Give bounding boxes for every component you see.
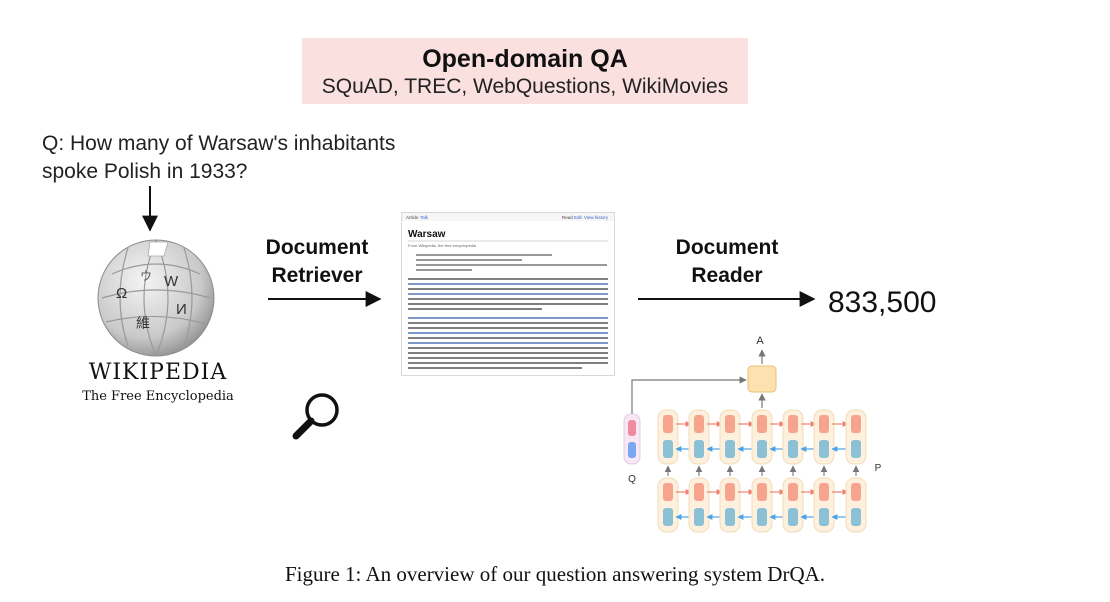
title-box: Open-domain QA SQuAD, TREC, WebQuestions…	[302, 38, 748, 104]
question-node-label: Q	[628, 474, 636, 485]
wikipedia-globe-icon: W Ω И 維 ウ	[97, 239, 215, 357]
backward-lstm-unit	[819, 508, 829, 526]
forward-lstm-unit	[788, 483, 798, 501]
backward-lstm-unit	[819, 440, 829, 458]
backward-lstm-unit	[757, 440, 767, 458]
wikipedia-article-thumbnail: Article Talk Read Edit View history Wars…	[401, 212, 615, 376]
backward-lstm-unit	[851, 508, 861, 526]
backward-lstm-unit	[663, 440, 673, 458]
article-paragraph-2	[408, 317, 608, 369]
magnifier-icon	[292, 393, 339, 440]
reader-label: Document Reader	[652, 234, 802, 290]
retriever-label-line-2: Retriever	[271, 264, 363, 287]
forward-lstm-unit	[757, 415, 767, 433]
globe-glyph-u: ウ	[140, 269, 152, 283]
answer-text: 833,500	[828, 286, 937, 319]
datasets-subtitle: SQuAD, TREC, WebQuestions, WikiMovies	[321, 75, 729, 98]
article-paragraph-1	[408, 278, 608, 310]
backward-lstm-unit	[757, 508, 767, 526]
figure-caption: Figure 1: An overview of our question an…	[284, 562, 826, 586]
backward-lstm-unit	[788, 440, 798, 458]
forward-lstm-unit	[851, 483, 861, 501]
article-subtitle: From Wikipedia, the free encyclopedia	[408, 243, 477, 248]
article-title: Warsaw	[408, 229, 446, 240]
backward-lstm-unit	[851, 440, 861, 458]
globe-glyph-wei: 維	[136, 315, 150, 331]
answer-node-label: A	[756, 335, 764, 347]
forward-lstm-unit	[757, 483, 767, 501]
backward-lstm-unit	[725, 440, 735, 458]
answer-output-node	[747, 365, 777, 393]
forward-lstm-unit	[663, 483, 673, 501]
backward-lstm-unit	[788, 508, 798, 526]
forward-lstm-unit	[788, 415, 798, 433]
backward-lstm-unit	[694, 508, 704, 526]
read-tab: Read	[562, 215, 573, 220]
talk-tab: Talk	[420, 215, 429, 220]
reader-label-line-2: Reader	[691, 264, 763, 287]
forward-lstm-unit	[725, 483, 735, 501]
history-tab: View history	[584, 215, 609, 220]
forward-lstm-unit	[694, 415, 704, 433]
forward-lstm-unit	[725, 415, 735, 433]
passage-node-label: P	[875, 463, 882, 474]
reader-label-line-1: Document	[675, 236, 779, 259]
forward-lstm-unit	[819, 415, 829, 433]
globe-glyph-omega: Ω	[116, 285, 127, 302]
question-line-1: Q: How many of Warsaw's inhabitants	[42, 132, 396, 155]
edit-tab: Edit	[574, 215, 583, 220]
question-text: Q: How many of Warsaw's inhabitants spok…	[42, 130, 395, 186]
question-line-2: spoke Polish in 1933?	[42, 160, 248, 183]
forward-lstm-unit	[663, 415, 673, 433]
backward-lstm-unit	[694, 440, 704, 458]
globe-glyph-w: W	[164, 273, 179, 290]
backward-lstm-unit	[663, 508, 673, 526]
article-tab: Article	[406, 215, 419, 220]
wikipedia-tagline: The Free Encyclopedia	[82, 389, 234, 404]
diagram-title: Open-domain QA	[422, 45, 628, 73]
passage-bilstm-layers	[657, 393, 867, 533]
article-page-render: Article Talk Read Edit View history Wars…	[402, 213, 614, 369]
forward-lstm-unit	[819, 483, 829, 501]
reader-model-diagram: A Q P	[623, 335, 882, 533]
forward-lstm-unit	[851, 415, 861, 433]
forward-lstm-unit	[694, 483, 704, 501]
article-hatnote-lines	[416, 254, 607, 271]
retriever-label: Document Retriever	[252, 234, 382, 290]
globe-glyph-i: И	[176, 301, 187, 318]
retriever-label-line-1: Document	[265, 236, 369, 259]
backward-lstm-unit	[725, 508, 735, 526]
wikipedia-wordmark: WIKIPEDIA	[88, 360, 228, 385]
